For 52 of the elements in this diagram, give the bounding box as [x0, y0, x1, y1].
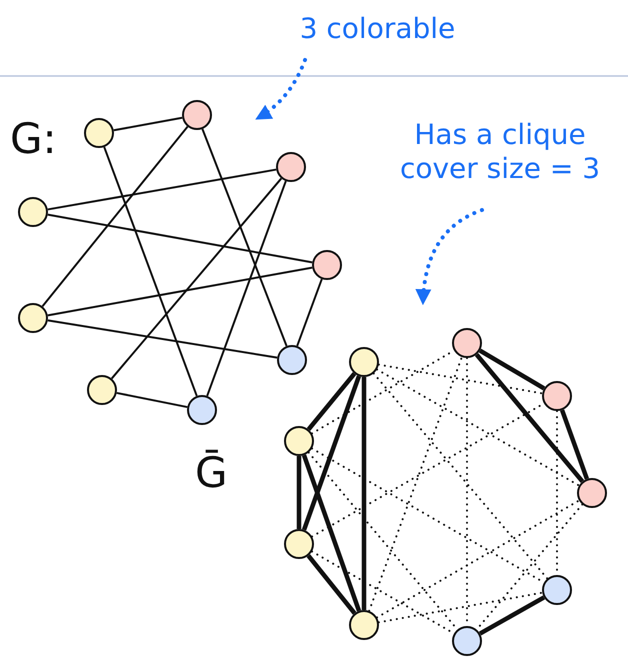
graph-vertex [84, 118, 114, 148]
graph-vertex [349, 347, 379, 377]
graph-edge [110, 178, 282, 380]
graph-vertex [187, 395, 217, 425]
annotation-note: Has a clique cover size = 3 [372, 118, 628, 186]
graph-edge [48, 266, 312, 316]
graph-edge [296, 278, 323, 346]
graph-vertex [277, 345, 307, 375]
graph-vertex [452, 328, 482, 358]
graph-vertex [349, 610, 379, 640]
graph-edge [48, 319, 278, 359]
graph-name-label: G: [10, 118, 57, 160]
graph-edge [378, 592, 544, 624]
leader-arrow [416, 208, 484, 306]
graph-edge [206, 180, 287, 396]
graph-vertex [276, 152, 306, 182]
leader-arrow [255, 58, 307, 120]
graph-vertex [18, 197, 48, 227]
graph-edge [48, 214, 312, 264]
graph-vertex [452, 626, 482, 656]
annotation-note: 3 colorable [270, 12, 485, 46]
graph-edge [48, 168, 276, 210]
graph-edge [296, 456, 302, 529]
graph-edge [474, 353, 584, 483]
graph-edge [306, 554, 356, 615]
graph-edge [478, 348, 546, 390]
graph-edge [362, 377, 366, 610]
graph-vertex [182, 100, 212, 130]
graph-vertex [542, 575, 572, 605]
graph-vertex [87, 375, 117, 405]
graph-edge [302, 454, 362, 612]
graph-edge [478, 595, 546, 636]
graph-edge [302, 375, 362, 531]
graph-edge [116, 392, 188, 408]
graph-edge [376, 500, 580, 618]
graph-edge [114, 116, 182, 132]
graph-name-label: Ḡ [195, 452, 228, 494]
graph-edge [376, 368, 580, 487]
graph-edge [103, 146, 198, 396]
graph-vertex [284, 529, 314, 559]
graph-vertex [542, 381, 572, 411]
graph-edge [306, 372, 356, 431]
graph-vertex [577, 478, 607, 508]
graph-vertex [312, 250, 342, 280]
graph-edge [202, 128, 288, 346]
graph-edge [372, 372, 548, 580]
graph-edge [378, 364, 544, 394]
graph-vertex [18, 303, 48, 333]
graph-edge [42, 126, 188, 307]
graph-vertex [284, 426, 314, 456]
graph-edge [368, 356, 463, 612]
graph-edge [560, 409, 590, 480]
